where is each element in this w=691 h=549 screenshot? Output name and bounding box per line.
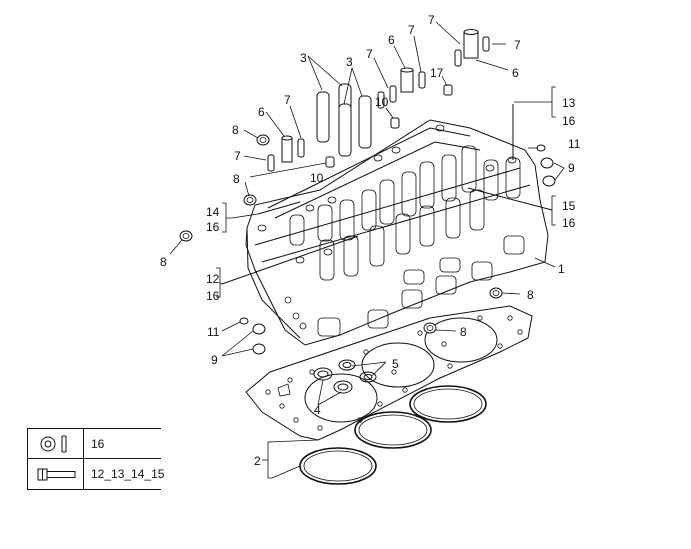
cylinder-head <box>245 119 549 346</box>
callout-4: 4 <box>314 403 321 417</box>
legend-icon-cell <box>27 459 84 490</box>
callout-9: 9 <box>568 161 575 175</box>
callout-2: 2 <box>254 454 261 468</box>
callout-numbers: 1 2 3 3 4 5 6 6 6 7 7 7 7 7 7 8 8 8 8 8 … <box>160 13 581 468</box>
callout-7: 7 <box>366 47 373 61</box>
callout-3: 3 <box>300 51 307 65</box>
callout-6: 6 <box>258 105 265 119</box>
bolt-icon <box>37 468 76 481</box>
callout-11: 11 <box>207 325 220 339</box>
legend-row-1-text: 16 <box>91 437 105 451</box>
callout-6: 6 <box>388 33 395 47</box>
callout-7: 7 <box>408 23 415 37</box>
callout-10: 10 <box>310 171 324 185</box>
callout-9: 9 <box>211 353 218 367</box>
valve-guides <box>316 83 372 157</box>
callout-12: 12 <box>206 272 220 286</box>
callout-14: 14 <box>206 205 220 219</box>
small-parts <box>239 84 556 355</box>
legend-row-bolt: 12_13_14_15 <box>27 458 165 490</box>
pin-icon <box>61 435 67 453</box>
injector-sleeves <box>281 29 479 163</box>
callout-16: 16 <box>206 289 220 303</box>
callout-17: 17 <box>430 66 444 80</box>
braces <box>216 86 556 479</box>
legend-icon-cell <box>27 429 84 460</box>
callout-8: 8 <box>460 325 467 339</box>
callout-1: 1 <box>558 262 565 276</box>
callout-5: 5 <box>392 357 399 371</box>
callout-7: 7 <box>284 93 291 107</box>
callout-8: 8 <box>232 123 239 137</box>
callout-11: 11 <box>568 137 581 151</box>
callout-10: 10 <box>375 95 389 109</box>
legend-table: 16 12_13_14_15 <box>27 428 165 490</box>
legend-row-2-text: 12_13_14_15 <box>91 467 165 481</box>
plugs <box>179 134 503 334</box>
dowel-pins <box>267 36 490 172</box>
leader-lines <box>169 21 565 406</box>
legend-bottom-line <box>27 489 161 490</box>
callout-3: 3 <box>346 55 353 69</box>
callout-6: 6 <box>512 66 519 80</box>
callout-8: 8 <box>527 288 534 302</box>
callout-8: 8 <box>160 255 167 269</box>
liner-rings <box>299 385 487 485</box>
callout-7: 7 <box>234 149 241 163</box>
head-gasket <box>245 305 533 441</box>
callout-15: 15 <box>562 199 576 213</box>
callout-13: 13 <box>562 96 576 110</box>
bolt-leaders <box>221 104 553 285</box>
callout-16: 16 <box>206 220 220 234</box>
callout-8: 8 <box>233 172 240 186</box>
washer-icon <box>40 436 56 452</box>
callout-16: 16 <box>562 114 576 128</box>
legend-row-washer: 16 <box>27 428 161 460</box>
callout-7: 7 <box>428 13 435 27</box>
callout-7: 7 <box>514 38 521 52</box>
callout-16: 16 <box>562 216 576 230</box>
